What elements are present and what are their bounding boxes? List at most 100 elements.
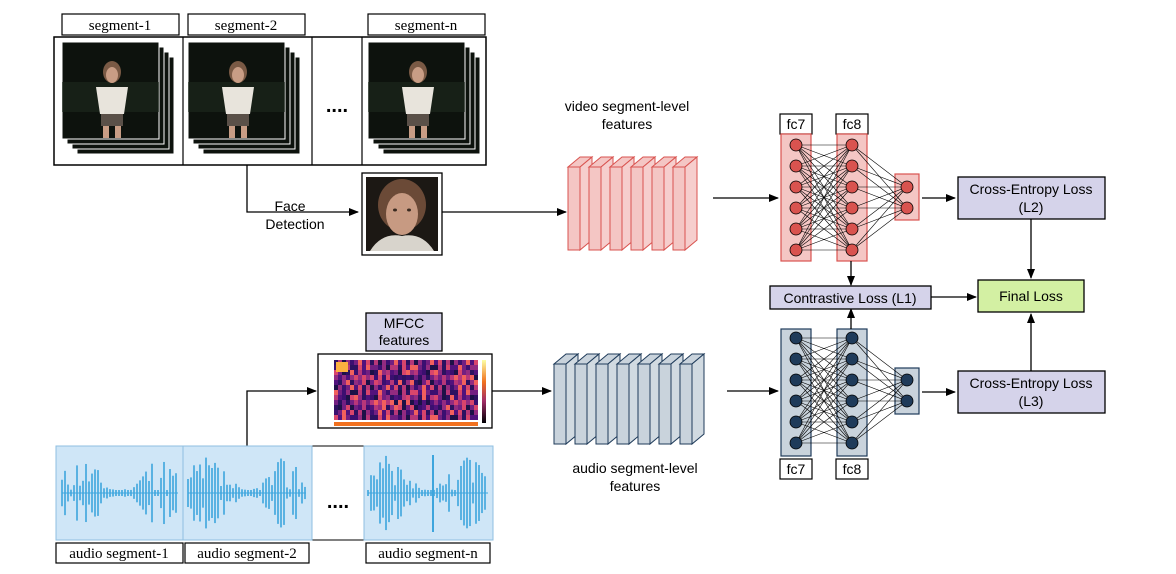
mfcc-cell: [418, 375, 422, 380]
mfcc-cell: [418, 370, 422, 375]
connection: [795, 400, 853, 444]
mfcc-cell: [366, 380, 370, 385]
mfcc-cell: [466, 365, 470, 370]
neuron-node: [900, 201, 914, 215]
mfcc-cell: [454, 390, 458, 395]
mfcc-cell: [418, 380, 422, 385]
block-front: [658, 363, 672, 445]
mfcc-cell: [406, 405, 410, 410]
mfcc-cell: [446, 375, 450, 380]
person-shorts: [227, 114, 249, 126]
mfcc-cell: [370, 360, 374, 365]
mfcc-cell: [378, 390, 382, 395]
block-front: [588, 166, 602, 251]
mfcc-cell: [378, 370, 382, 375]
final-loss-box: [977, 279, 1085, 313]
face-detection-label: Face: [274, 198, 305, 214]
mfcc-cell: [394, 360, 398, 365]
mfcc-cell: [462, 370, 466, 375]
mfcc-cell: [350, 415, 354, 420]
mfcc-cell: [370, 385, 374, 390]
mfcc-cell: [342, 395, 346, 400]
mfcc-cell: [466, 385, 470, 390]
mfcc-cell: [358, 375, 362, 380]
mfcc-cell: [470, 365, 474, 370]
mfcc-cell: [462, 365, 466, 370]
mfcc-cell: [414, 380, 418, 385]
final-loss-label: Final Loss: [999, 288, 1063, 304]
person-shirt: [222, 87, 254, 114]
mfcc-cell: [434, 395, 438, 400]
audio-segment-ellipsis: ....: [327, 491, 349, 513]
mfcc-cell: [430, 395, 434, 400]
mfcc-cell: [342, 385, 346, 390]
mfcc-cell: [398, 390, 402, 395]
mfcc-cell: [430, 390, 434, 395]
mfcc-cell: [342, 410, 346, 415]
mfcc-cell: [438, 390, 442, 395]
mfcc-cell: [402, 385, 406, 390]
mfcc-cell: [382, 370, 386, 375]
face-detection-arrow: [246, 165, 359, 216]
mfcc-cell: [394, 375, 398, 380]
mfcc-cell: [358, 380, 362, 385]
mfcc-cell: [446, 410, 450, 415]
cross-entropy-loss-l3-sub: (L3): [1019, 393, 1044, 409]
mfcc-cell: [338, 410, 342, 415]
mfcc-cell: [422, 375, 426, 380]
block-front: [672, 166, 686, 251]
mfcc-cell: [470, 400, 474, 405]
mfcc-cell: [350, 385, 354, 390]
neuron-node: [789, 373, 803, 387]
mfcc-cell: [378, 395, 382, 400]
mfcc-cell: [410, 395, 414, 400]
mfcc-cell: [354, 395, 358, 400]
mfcc-cell: [386, 415, 390, 420]
mfcc-cell: [474, 360, 478, 365]
mfcc-cell: [382, 385, 386, 390]
video-features-label: features: [602, 116, 653, 132]
audio-segment-label: audio segment-n: [378, 546, 478, 562]
block-front: [595, 363, 609, 445]
mfcc-cell: [334, 410, 338, 415]
mfcc-cell: [394, 385, 398, 390]
mfcc-cell: [398, 405, 402, 410]
mfcc-cell: [446, 395, 450, 400]
mfcc-cell: [366, 365, 370, 370]
mfcc-cell: [366, 375, 370, 380]
mfcc-cell: [386, 400, 390, 405]
mfcc-cell: [390, 370, 394, 375]
mfcc-cell: [422, 365, 426, 370]
mfcc-cell: [398, 380, 402, 385]
mfcc-cell: [342, 380, 346, 385]
person-leg: [409, 126, 415, 138]
mfcc-cell: [438, 405, 442, 410]
mfcc-cell: [438, 395, 442, 400]
mfcc-cell: [338, 390, 342, 395]
cross-entropy-loss-l2-label: Cross-Entropy Loss: [970, 181, 1093, 197]
mfcc-cell: [454, 405, 458, 410]
mfcc-cell: [430, 400, 434, 405]
mfcc-cell: [470, 370, 474, 375]
mfcc-cell: [414, 385, 418, 390]
mfcc-cell: [442, 390, 446, 395]
mfcc-cell: [430, 370, 434, 375]
neuron-node: [900, 180, 914, 194]
mfcc-cell: [442, 370, 446, 375]
connection: [851, 379, 908, 402]
mfcc-cell: [410, 405, 414, 410]
mfcc-cell: [426, 375, 430, 380]
mfcc-cell: [370, 380, 374, 385]
mfcc-cell: [446, 370, 450, 375]
mfcc-cell: [386, 380, 390, 385]
mfcc-cell: [370, 390, 374, 395]
mfcc-cell: [406, 385, 410, 390]
block-front: [679, 363, 693, 445]
feature-block: [678, 352, 706, 446]
mfcc-cell: [362, 375, 366, 380]
block-side: [684, 155, 698, 252]
mfcc-cell: [382, 375, 386, 380]
neuron-node: [789, 394, 803, 408]
mfcc-cell: [470, 360, 474, 365]
mfcc-cell: [346, 385, 350, 390]
